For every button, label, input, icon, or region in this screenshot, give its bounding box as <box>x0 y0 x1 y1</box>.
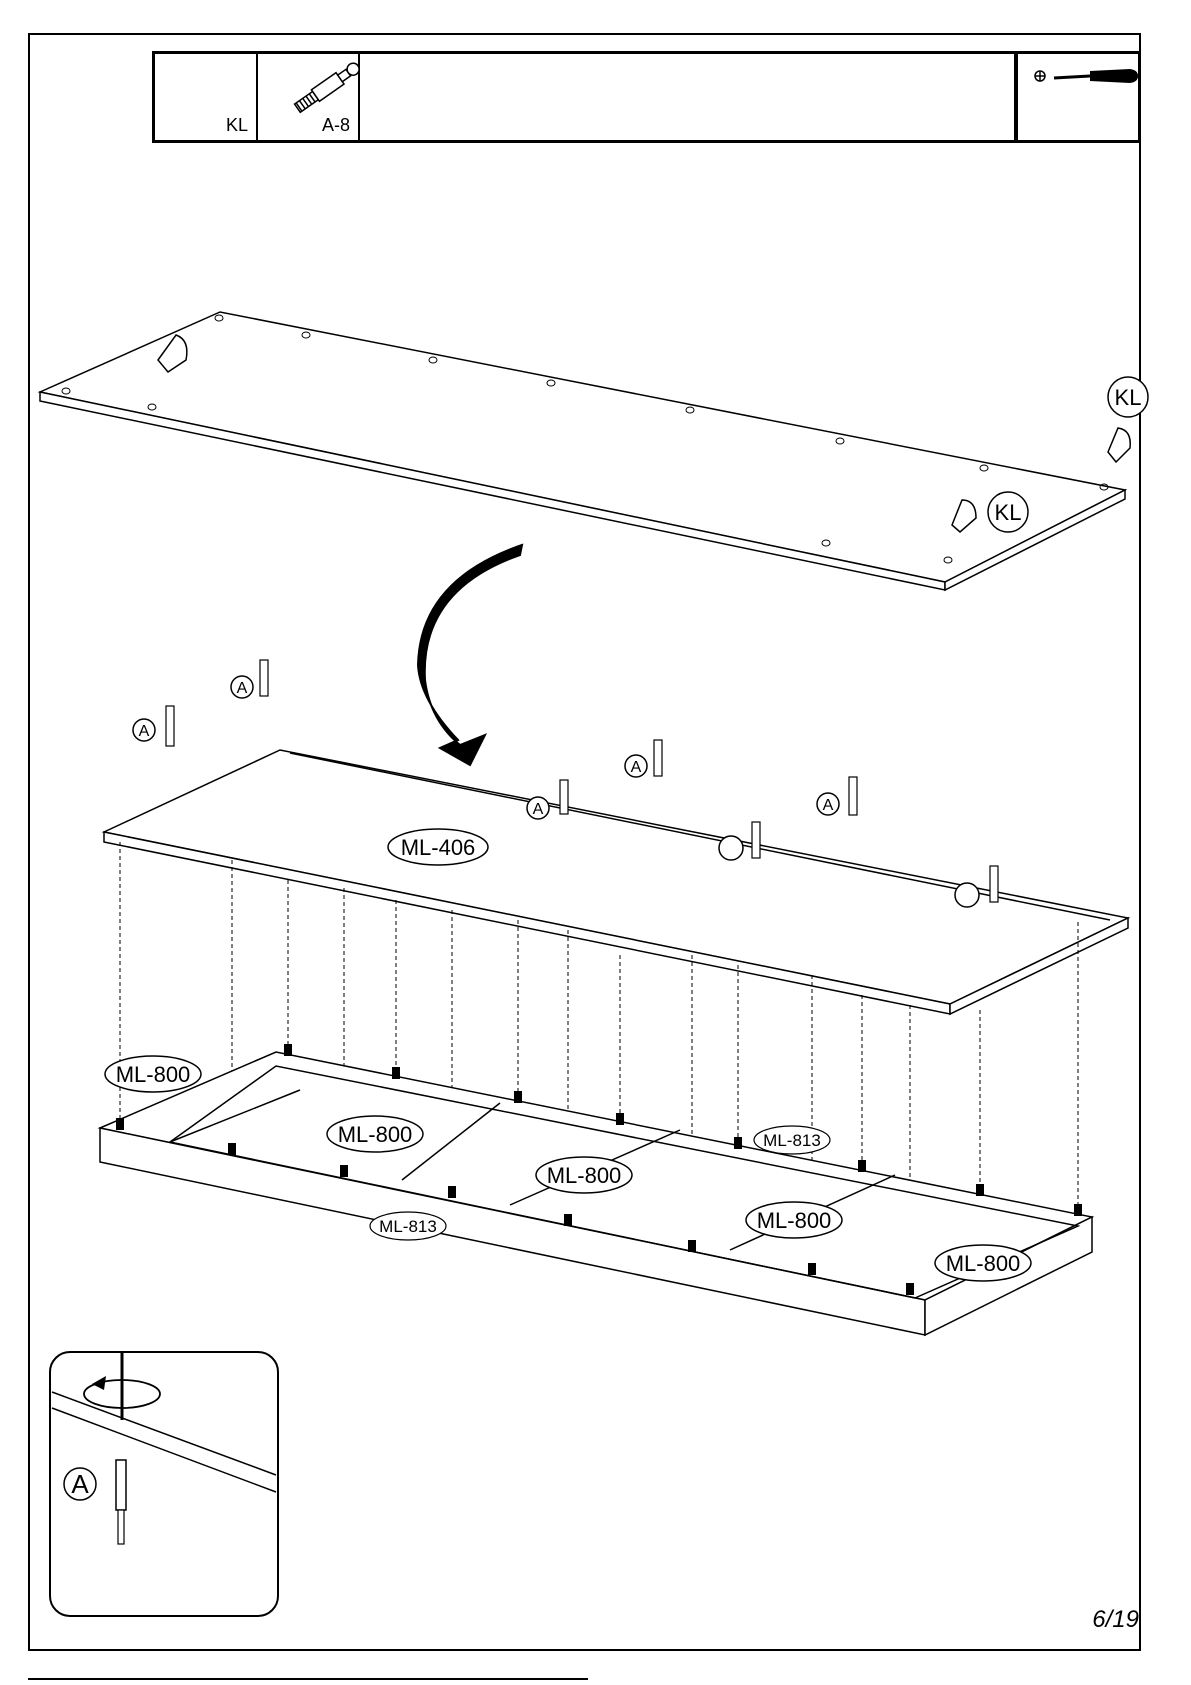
svg-text:A: A <box>823 797 834 814</box>
top-panel-exploded <box>40 312 1125 590</box>
svg-text:KL: KL <box>995 500 1022 525</box>
ml-406-label: ML-406 <box>388 829 488 865</box>
svg-text:A: A <box>71 1469 89 1499</box>
svg-text:KL: KL <box>1115 385 1142 410</box>
bottom-rule <box>28 1678 588 1680</box>
svg-text:ML-813: ML-813 <box>379 1217 437 1236</box>
detail-inset: A <box>50 1352 278 1616</box>
ml-800-label-4: ML-800 <box>746 1202 842 1238</box>
ml-813-label-back: ML-813 <box>754 1126 830 1154</box>
ml-813-label-front: ML-813 <box>370 1212 446 1240</box>
ml-800-label-2: ML-800 <box>327 1116 423 1152</box>
ml-800-label-right: ML-800 <box>935 1245 1031 1281</box>
ml-800-label-left: ML-800 <box>105 1056 201 1092</box>
ml-800-label-3: ML-800 <box>536 1157 632 1193</box>
svg-text:ML-813: ML-813 <box>763 1131 821 1150</box>
base-frame <box>100 1052 1092 1335</box>
svg-text:A: A <box>631 759 642 776</box>
svg-text:ML-800: ML-800 <box>946 1251 1021 1276</box>
svg-text:A: A <box>139 723 150 740</box>
svg-text:ML-800: ML-800 <box>116 1062 191 1087</box>
page-number: 6/19 <box>1092 1606 1139 1634</box>
flip-arrow-icon <box>418 545 522 765</box>
svg-text:ML-800: ML-800 <box>547 1163 622 1188</box>
svg-text:A: A <box>533 801 544 818</box>
svg-text:ML-406: ML-406 <box>401 835 476 860</box>
svg-text:A: A <box>237 680 248 697</box>
ml-406-board <box>104 750 1128 1014</box>
kl-callout-1: KL <box>1108 377 1148 417</box>
cam-bolt-detail-icon <box>116 1460 126 1510</box>
kl-callout-2: KL <box>988 492 1028 532</box>
svg-text:ML-800: ML-800 <box>338 1122 413 1147</box>
svg-text:ML-800: ML-800 <box>757 1208 832 1233</box>
